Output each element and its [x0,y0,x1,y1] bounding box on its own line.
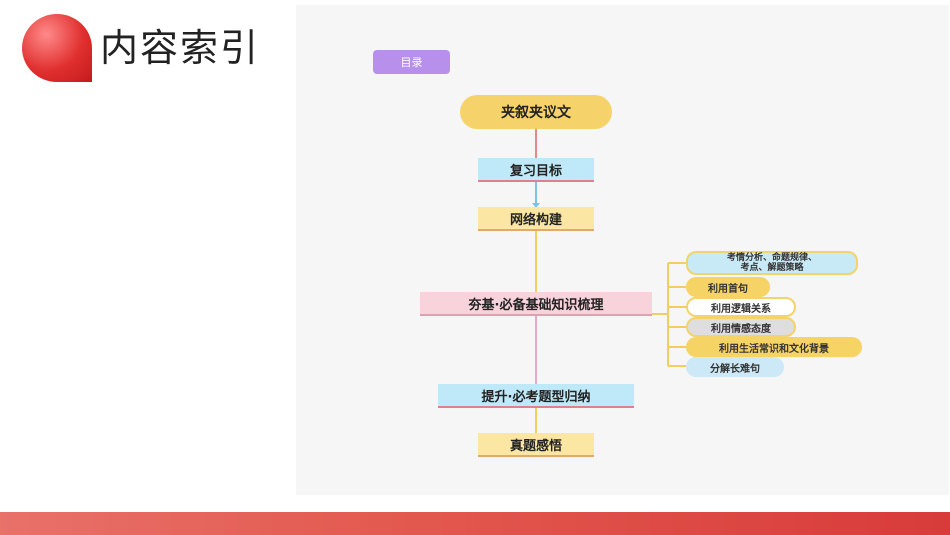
branch-emotion: 利用情感态度 [686,317,796,337]
branch-logic: 利用逻辑关系 [686,297,796,317]
step-network-build: 网络构建 [478,207,594,231]
connector-arrowhead [532,203,540,208]
branch-long-sentence: 分解长难句 [686,357,784,377]
branch-first-sentence: 利用首句 [686,277,770,297]
branch-common-sense: 利用生活常识和文化背景 [686,337,862,357]
bottom-accent-bar [0,512,950,535]
page-title: 内容索引 [100,26,261,70]
branch-exam-analysis-line1: 考情分析、命题规律、 [726,253,817,263]
mindmap-panel [296,5,949,495]
title-decoration [22,14,92,82]
mindmap-root: 夹叙夹议文 [460,95,612,129]
branch-exam-analysis-line2: 考点、解题策略 [740,263,804,273]
branch-exam-analysis: 考情分析、命题规律、 考点、解题策略 [686,251,858,275]
step-basic-knowledge: 夯基·必备基础知识梳理 [420,292,652,316]
step-review-goals: 复习目标 [478,158,594,182]
step-question-types: 提升·必考题型归纳 [438,384,634,408]
step-real-questions: 真题感悟 [478,433,594,457]
branch-trunk [652,263,669,315]
toc-tag: 目录 [373,50,450,74]
